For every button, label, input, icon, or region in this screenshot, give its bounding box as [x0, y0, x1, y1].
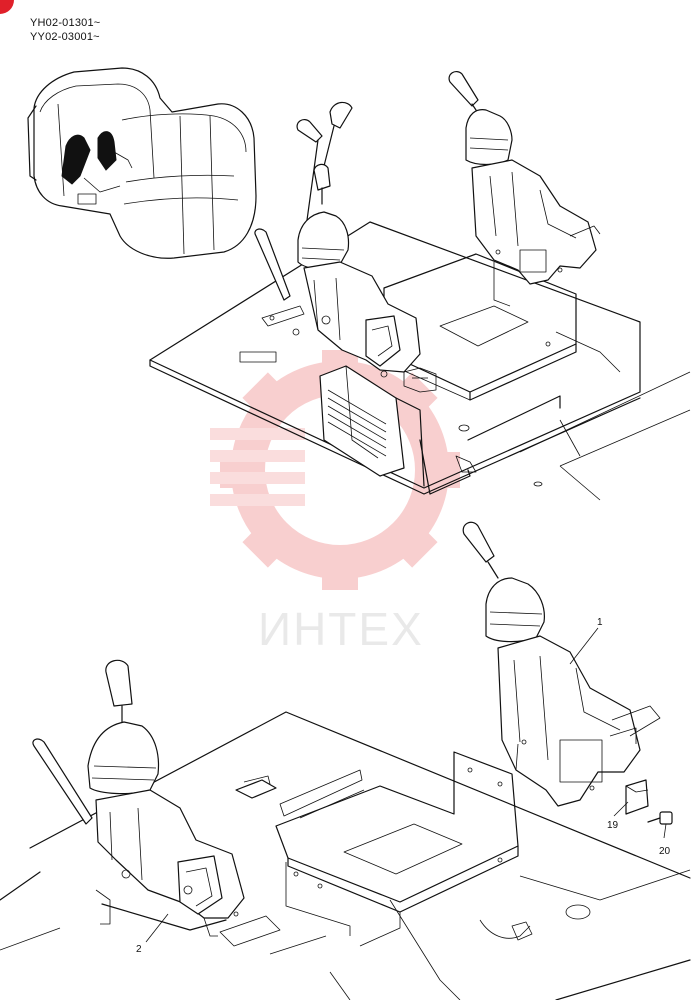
corner-marker-icon [0, 0, 16, 16]
lower-left-lever-assembly [32, 659, 245, 937]
callout-leaders [145, 627, 667, 943]
upper-side-cover [319, 365, 425, 487]
upper-left-lever-assembly [254, 101, 437, 393]
watermark-text: ИНТЕХ [258, 603, 424, 655]
callout-2: 2 [136, 944, 142, 955]
callout-1: 1 [597, 617, 603, 628]
seat-inset [27, 67, 257, 259]
serial-range-2: YY02-03001~ [30, 31, 100, 43]
serial-range-1: YH02-01301~ [30, 17, 101, 29]
upper-floor-plate [149, 221, 691, 501]
lower-console-base [275, 751, 519, 947]
callout-20: 20 [659, 846, 671, 857]
bracket-and-bolt [625, 779, 673, 825]
callout-19: 19 [607, 820, 619, 831]
lower-right-lever-assembly [462, 521, 661, 807]
upper-right-lever-assembly [448, 70, 601, 307]
